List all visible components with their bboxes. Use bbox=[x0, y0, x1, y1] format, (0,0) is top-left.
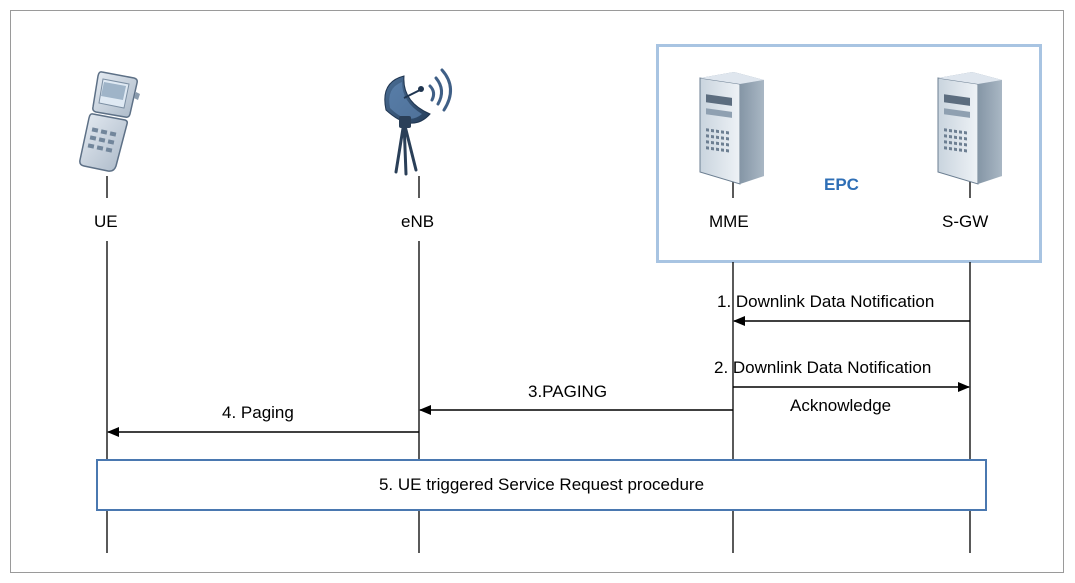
server-icon-sgw bbox=[937, 72, 1002, 185]
message-label-2-acknowledge: Acknowledge bbox=[790, 396, 892, 415]
message-label-4: 4. Paging bbox=[222, 403, 294, 422]
entity-label-mme: MME bbox=[709, 212, 749, 231]
entity-label-ue: UE bbox=[94, 212, 118, 231]
entity-label-enb: eNB bbox=[401, 212, 435, 231]
procedure-box: 5. UE triggered Service Request procedur… bbox=[96, 459, 987, 511]
procedure-label: 5. UE triggered Service Request procedur… bbox=[378, 475, 705, 494]
epc-label: EPC bbox=[824, 175, 859, 194]
server-icon bbox=[699, 72, 764, 185]
mobile-phone-icon bbox=[79, 71, 140, 172]
message-label-1: 1. Downlink Data Notification bbox=[717, 292, 935, 311]
satellite-dish-icon bbox=[384, 68, 452, 176]
epc-group-box bbox=[656, 44, 1042, 263]
message-label-3: 3.PAGING bbox=[528, 382, 608, 401]
message-label-2: 2. Downlink Data Notification bbox=[714, 358, 932, 377]
entity-label-sgw: S-GW bbox=[942, 212, 989, 231]
diagram-frame bbox=[10, 10, 1064, 573]
